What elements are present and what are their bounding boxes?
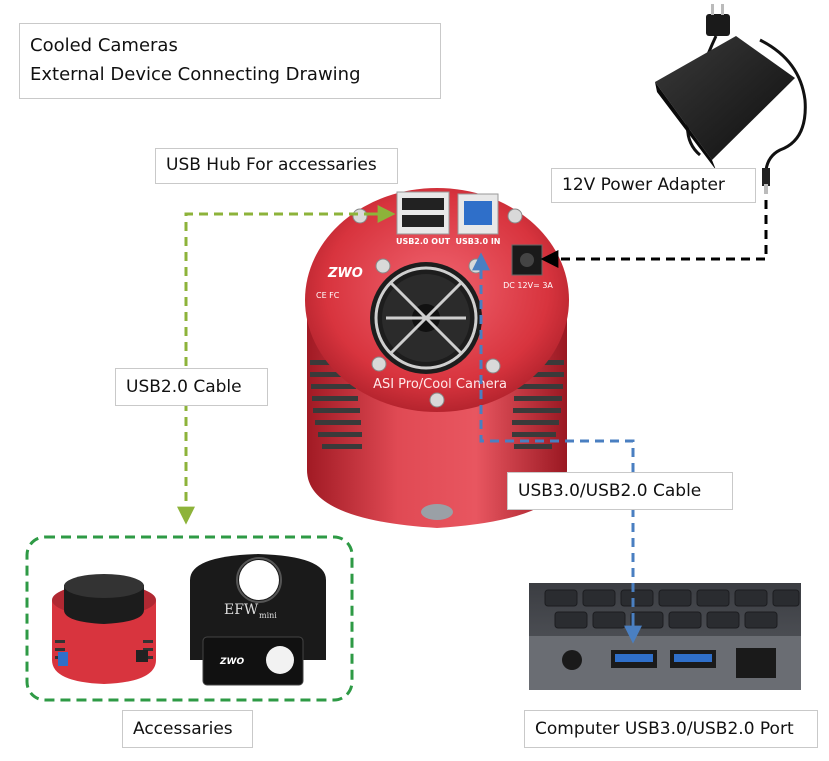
- accessories-dashed-border: [25, 535, 354, 702]
- power-adapter-illustration: [655, 4, 807, 194]
- dc-spec-label: DC 12V= 3A: [503, 281, 553, 290]
- power-adapter-label: 12V Power Adapter: [551, 168, 756, 203]
- efw-brand-logo: ZWO: [219, 657, 244, 667]
- usb3-cable-line: [472, 252, 635, 637]
- usb-hub-label: USB Hub For accessaries: [155, 148, 398, 184]
- usb3-cable-label: USB3.0/USB2.0 Cable: [507, 472, 733, 510]
- camera-illustration: USB2.0 OUT USB3.0 IN DC 12V= 3A ZWO CE F…: [305, 188, 569, 528]
- title-line-2: External Device Connecting Drawing: [30, 63, 361, 85]
- guide-camera-illustration: [52, 574, 156, 684]
- camera-model-label: ASI Pro/Cool Camera: [373, 377, 507, 392]
- power-cable-line: [540, 200, 768, 268]
- camera-brand-logo: ZWO: [327, 266, 363, 281]
- accessaries-label: Accessaries: [122, 710, 253, 748]
- usb3-in-port-label: USB3.0 IN: [456, 237, 501, 246]
- camera-cert-marks: CE FC: [316, 291, 340, 300]
- laptop-port-illustration: [529, 583, 801, 690]
- filter-wheel-illustration: EFW mini ZWO: [190, 554, 326, 686]
- efw-mini-text: mini: [259, 611, 277, 620]
- efw-name-text: EFW: [224, 602, 259, 618]
- accessories-group: EFW mini ZWO: [25, 535, 354, 702]
- usb2-cable-label: USB2.0 Cable: [115, 368, 268, 406]
- usb2-out-port-label: USB2.0 OUT: [396, 237, 451, 246]
- title-line-1: Cooled Cameras: [30, 35, 178, 56]
- diagram-title-box: Cooled Cameras External Device Connectin…: [19, 23, 441, 99]
- usb2-cable-line: [177, 212, 388, 525]
- computer-port-label: Computer USB3.0/USB2.0 Port: [524, 710, 818, 748]
